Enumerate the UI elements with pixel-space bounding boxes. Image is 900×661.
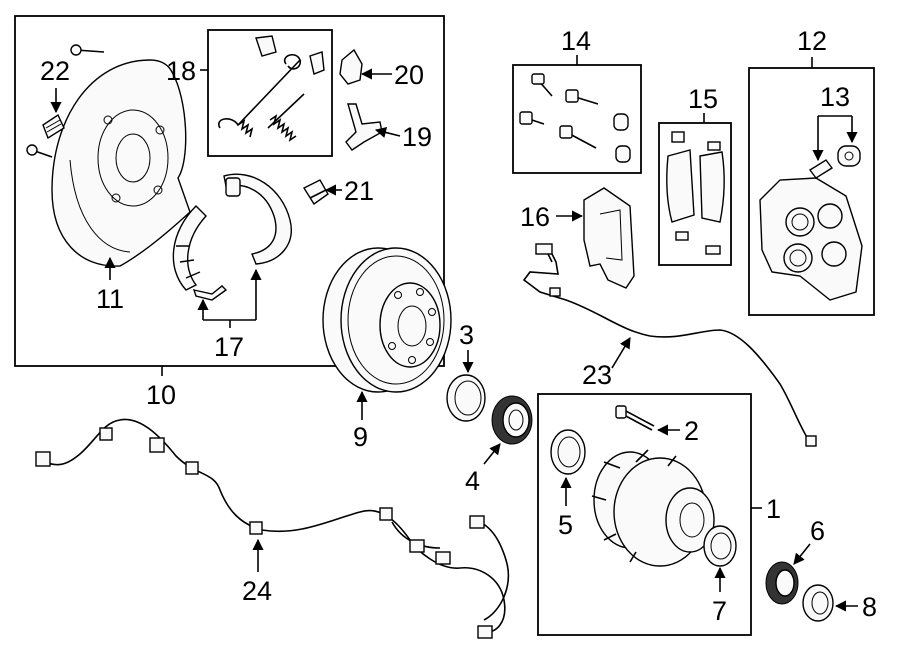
callout-leaders — [50, 68, 858, 612]
callout-1: 1 — [766, 494, 781, 524]
adjuster-part-21[interactable] — [302, 179, 329, 206]
bolt-icon — [519, 73, 631, 163]
callout-23: 23 — [582, 360, 612, 390]
callout-22: 22 — [40, 56, 70, 86]
callout-8: 8 — [862, 592, 877, 622]
callout-9: 9 — [353, 422, 368, 452]
seal-part-5[interactable] — [550, 429, 586, 475]
hub-part-1[interactable] — [591, 449, 715, 567]
callout-21: 21 — [344, 176, 374, 206]
callout-5: 5 — [558, 510, 573, 540]
callout-24: 24 — [242, 576, 272, 606]
callout-20: 20 — [394, 60, 424, 90]
bolt-icon — [26, 44, 105, 158]
brake-shoes-part-17[interactable] — [172, 173, 292, 301]
bearing-part-8[interactable] — [802, 584, 834, 622]
caliper-part-12[interactable] — [759, 177, 863, 301]
caliper-bracket-part-16[interactable] — [583, 187, 635, 289]
callout-14: 14 — [561, 26, 591, 56]
callout-10: 10 — [146, 380, 176, 410]
brake-rotor-part-9[interactable] — [322, 247, 452, 393]
backing-plate-part-11[interactable] — [51, 59, 191, 267]
callout-labels: 1 2 3 4 5 6 7 8 9 10 11 12 13 14 15 16 1… — [40, 26, 877, 626]
callout-19: 19 — [402, 122, 432, 152]
clip-part-20[interactable] — [339, 48, 363, 85]
brake-pad-part-15[interactable] — [666, 131, 725, 255]
bearing-part-6[interactable] — [765, 561, 799, 605]
bearing-part-4[interactable] — [491, 395, 533, 445]
seal-part-3[interactable] — [446, 374, 486, 422]
callout-3: 3 — [459, 320, 474, 350]
callout-17: 17 — [214, 332, 244, 362]
caliper-box-12 — [748, 57, 875, 316]
callout-16: 16 — [520, 202, 550, 232]
callout-2: 2 — [684, 416, 699, 446]
adjuster-part-22[interactable] — [42, 113, 65, 140]
callout-11: 11 — [96, 284, 124, 314]
brake-line-part-23[interactable] — [522, 243, 817, 447]
group-box-10 — [14, 15, 445, 376]
callout-15: 15 — [688, 84, 718, 114]
guide-pin-part-13[interactable] — [808, 145, 861, 179]
hardware-kit-box-18 — [207, 29, 333, 157]
wheel-stud-part-2[interactable] — [615, 405, 655, 431]
callout-18: 18 — [166, 56, 196, 86]
seal-part-7[interactable] — [703, 525, 737, 567]
callout-7: 7 — [712, 596, 727, 626]
brake-pads-box-15 — [658, 113, 732, 266]
callout-12: 12 — [797, 26, 827, 56]
callout-6: 6 — [810, 516, 825, 546]
group-box-1 — [537, 393, 762, 636]
abs-wiring-harness-part-24[interactable] — [35, 418, 510, 639]
lever-part-19[interactable] — [345, 103, 383, 151]
callout-4: 4 — [465, 466, 480, 496]
caliper-bolt-kit-box-14 — [512, 55, 642, 174]
callout-13: 13 — [820, 82, 850, 112]
